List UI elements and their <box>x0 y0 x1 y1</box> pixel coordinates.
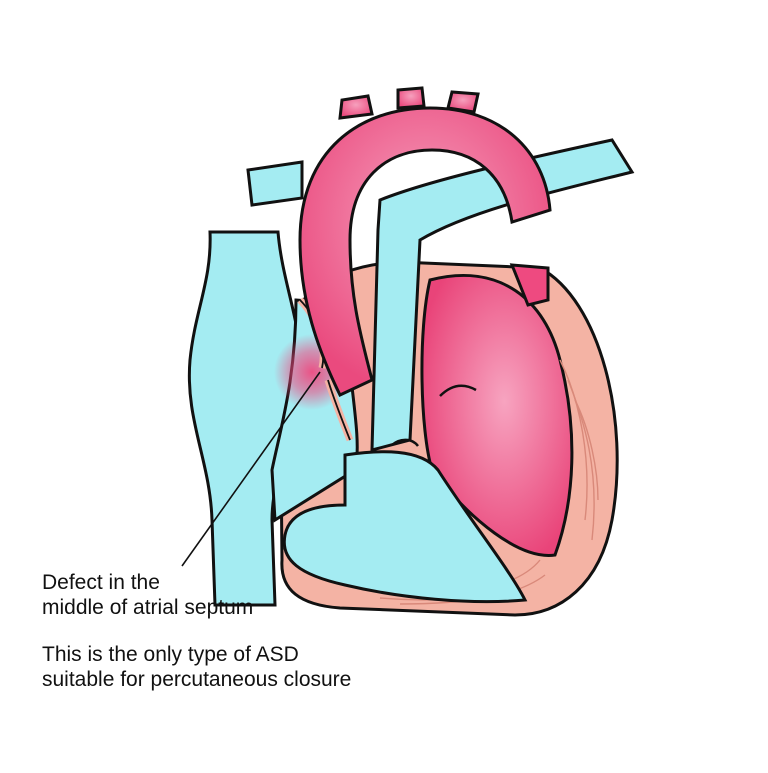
left-ventricle <box>420 274 574 557</box>
defect-label-line1: Defect in the <box>42 571 160 594</box>
closure-note-line2: suitable for percutaneous closure <box>42 668 352 691</box>
defect-label-line2: middle of atrial septum <box>42 596 254 619</box>
defect-label: Defect in the middle of atrial septum <box>42 570 253 620</box>
aorta <box>298 106 552 397</box>
closure-note-line1: This is the only type of ASD <box>42 643 299 666</box>
closure-note: This is the only type of ASD suitable fo… <box>42 642 351 692</box>
aortic-branches <box>338 86 480 120</box>
pulmonary-vein <box>509 263 550 307</box>
defect-pointer-line <box>181 371 321 567</box>
pulmonary-artery <box>370 138 635 452</box>
valve-leaflets <box>391 384 477 447</box>
pulmonary-branch-left <box>246 160 304 207</box>
right-ventricle <box>282 450 528 604</box>
